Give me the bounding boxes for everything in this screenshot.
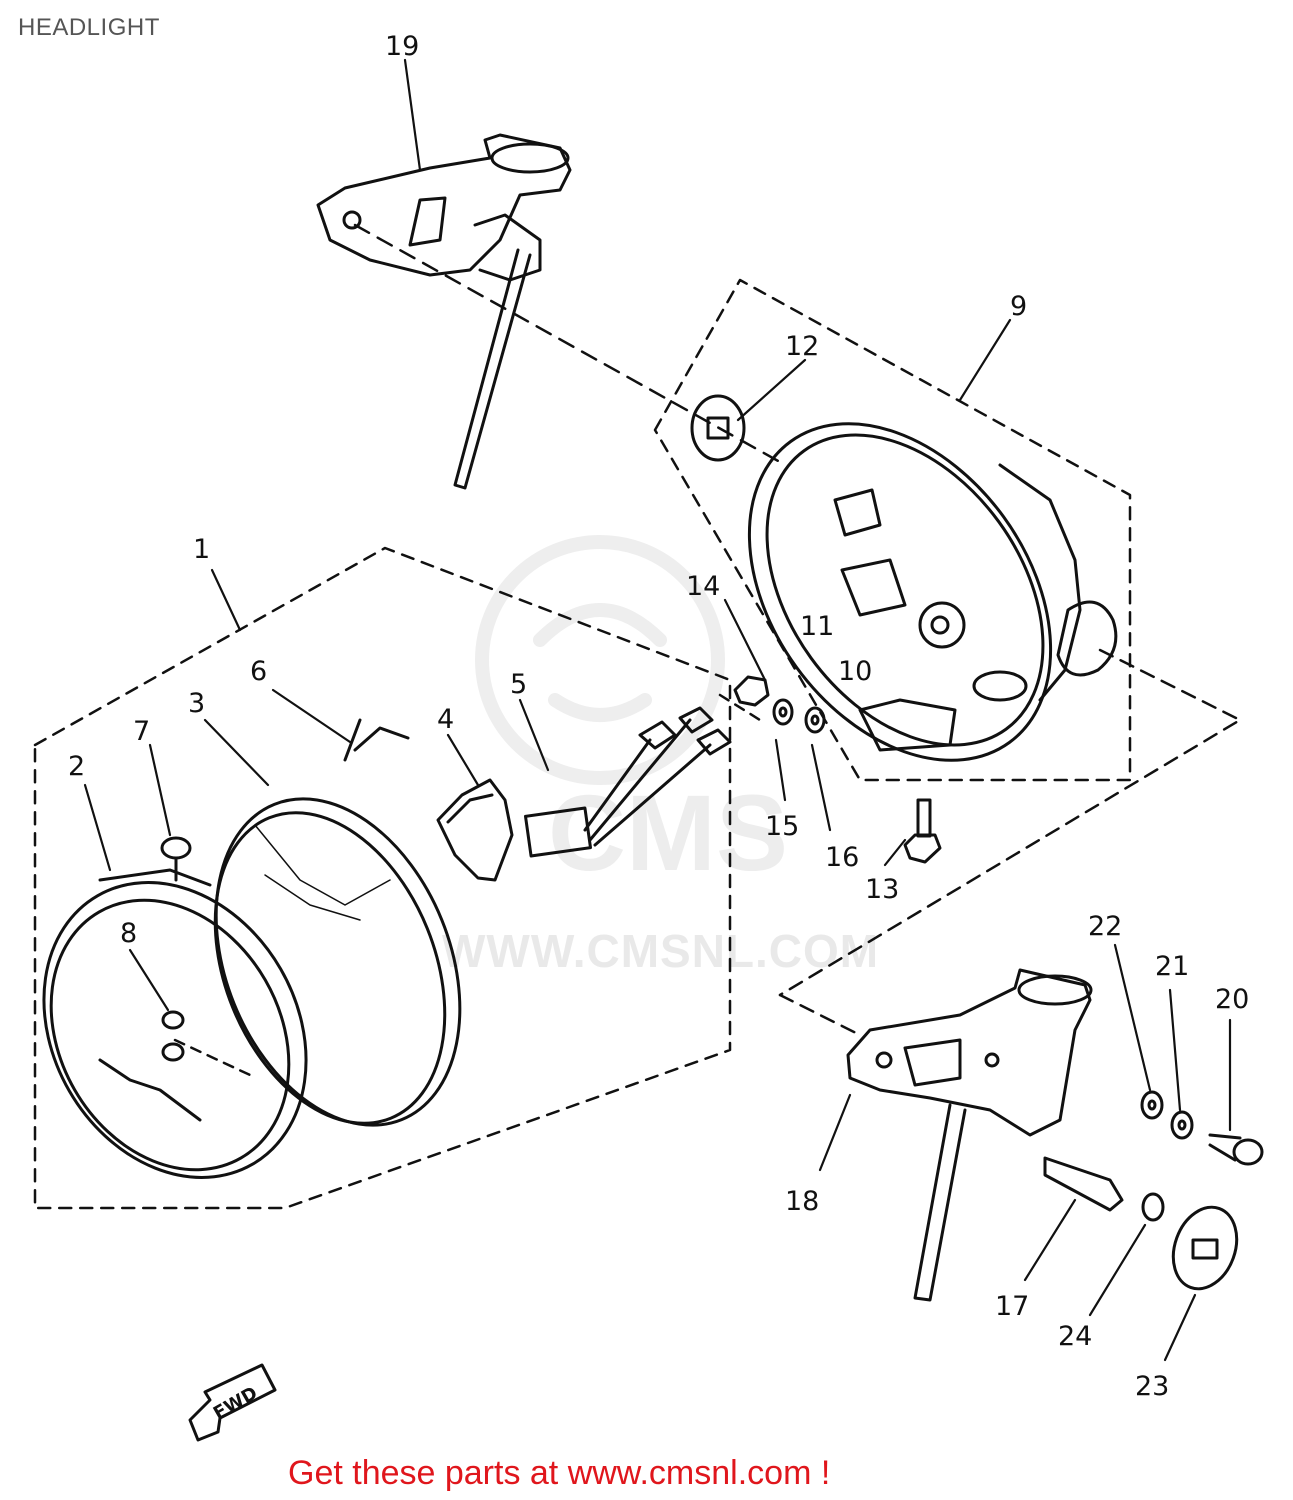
callout-15: 15 <box>765 811 799 842</box>
callout-17: 17 <box>995 1291 1029 1322</box>
part-18-bracket-right <box>846 968 1093 1302</box>
watermark-url: WWW.CMSNL.COM <box>442 925 880 977</box>
callout-2: 2 <box>68 751 85 782</box>
callout-13: 13 <box>865 874 899 905</box>
callout-3: 3 <box>188 688 205 719</box>
callout-21: 21 <box>1155 951 1189 982</box>
fwd-label: FWD <box>210 1383 261 1425</box>
callout-1: 1 <box>193 534 210 565</box>
callout-19: 19 <box>385 31 419 62</box>
callout-10: 10 <box>838 656 872 687</box>
part-4-bulb-boot <box>436 778 514 882</box>
part-24-washer <box>1141 1192 1165 1222</box>
part-5-socket <box>524 706 732 858</box>
part-9-headlight-housing <box>747 422 1118 762</box>
part-16-washer <box>804 706 826 734</box>
callout-4: 4 <box>437 704 454 735</box>
callout-6: 6 <box>250 656 267 687</box>
part-20-bolt <box>1208 1133 1264 1166</box>
part-17-screw <box>1043 1156 1124 1212</box>
part-21-washer <box>1170 1110 1194 1140</box>
watermark-logo <box>475 535 725 785</box>
parts-link-banner[interactable]: Get these parts at www.cmsnl.com ! <box>288 1454 831 1492</box>
group-outline-1 <box>33 546 732 1210</box>
part-15-washer <box>772 698 794 726</box>
part-6-clip <box>343 718 410 762</box>
callout-16: 16 <box>825 842 859 873</box>
part-12-grommet <box>690 394 746 462</box>
callout-18: 18 <box>785 1186 819 1217</box>
part-8-screw <box>161 1010 185 1062</box>
callout-7: 7 <box>133 716 150 747</box>
callout-23: 23 <box>1135 1371 1169 1402</box>
fwd-arrow <box>188 1363 277 1442</box>
part-14-nut <box>733 675 770 707</box>
diagram-title: HEADLIGHT <box>18 14 160 41</box>
part-22-washer <box>1140 1090 1164 1120</box>
callout-9: 9 <box>1010 291 1027 322</box>
callout-22: 22 <box>1088 911 1122 942</box>
callout-12: 12 <box>785 331 819 362</box>
callout-14: 14 <box>686 571 720 602</box>
callout-11: 11 <box>800 611 834 642</box>
callout-5: 5 <box>510 669 527 700</box>
part-2-rim <box>42 868 308 1179</box>
part-3-lens-unit <box>213 797 462 1127</box>
part-13-bolt <box>903 798 942 864</box>
part-7-screw <box>160 836 192 882</box>
group-outline-9 <box>653 278 1132 782</box>
callout-20: 20 <box>1215 984 1249 1015</box>
callout-24: 24 <box>1058 1321 1092 1352</box>
part-23-cap <box>1171 1205 1239 1291</box>
part-19-bracket-left <box>316 133 572 490</box>
callout-8: 8 <box>120 918 137 949</box>
